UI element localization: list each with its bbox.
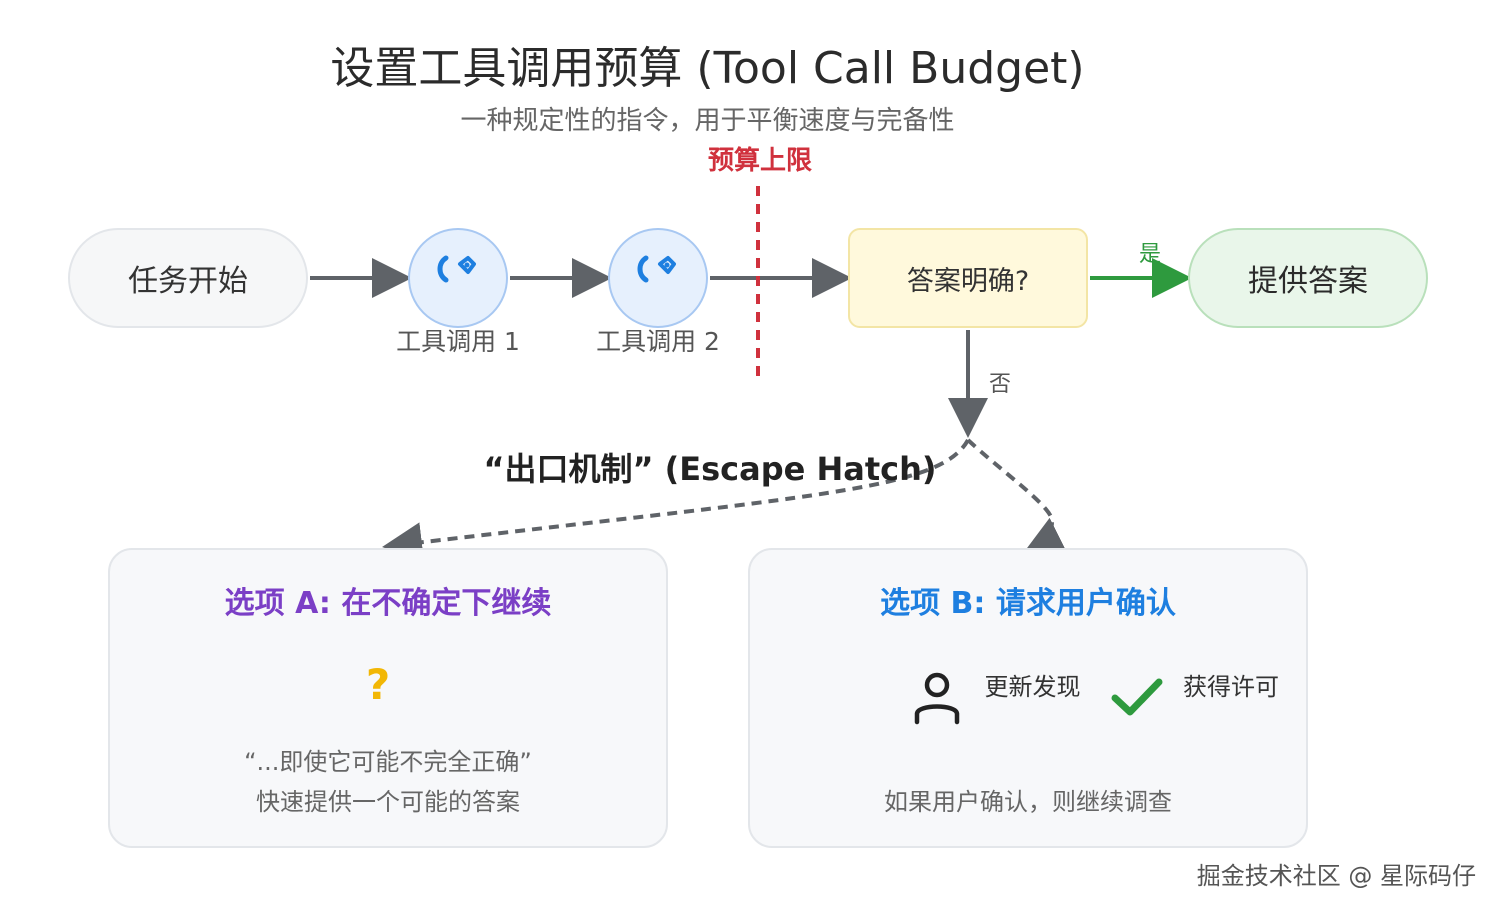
yes-edge-label: 是 (1138, 242, 1161, 267)
watermark: 掘金技术社区 @ 星际码仔 (1196, 862, 1476, 890)
option-a-description: 快速提供一个可能的答案 (256, 788, 520, 816)
tool-call-2-node (608, 228, 708, 328)
wrench-icon (437, 255, 476, 283)
option-a-title: 选项 A: 在不确定下继续 (224, 586, 552, 621)
question-mark-icon: ? (365, 660, 391, 709)
option-b-description: 如果用户确认，则继续调查 (884, 788, 1172, 816)
update-findings-label: 更新发现 (984, 673, 1081, 701)
page-subtitle: 一种规定性的指令，用于平衡速度与完备性 (460, 106, 955, 136)
option-b-title: 选项 B: 请求用户确认 (880, 586, 1176, 621)
decision-node: 答案明确? (848, 228, 1088, 328)
answer-node: 提供答案 (1188, 228, 1428, 328)
check-icon (1111, 678, 1163, 716)
dashed-to-option-a (382, 439, 970, 563)
option-a-card (108, 548, 668, 848)
no-edge-label: 否 (988, 372, 1011, 397)
page-title: 设置工具调用预算 (Tool Call Budget) (330, 43, 1085, 94)
start-node-label: 任务开始 (128, 264, 248, 299)
answer-node-label: 提供答案 (1248, 264, 1368, 299)
start-node: 任务开始 (68, 228, 308, 328)
tool-call-1-label: 工具调用 1 (396, 327, 520, 356)
escape-hatch-title: “出口机制” (Escape Hatch) (483, 450, 937, 488)
tool-call-1-node (408, 228, 508, 328)
option-b-card (748, 548, 1308, 848)
tool-call-2-label: 工具调用 2 (596, 327, 720, 356)
user-icon (914, 672, 960, 725)
budget-limit-label: 预算上限 (707, 146, 812, 176)
option-a-quote: “...即使它可能不完全正确” (244, 748, 532, 776)
get-permission-label: 获得许可 (1183, 673, 1279, 701)
wrench-icon (637, 255, 676, 283)
dashed-to-option-b (966, 438, 1068, 554)
decision-node-label: 答案明确? (906, 265, 1030, 297)
